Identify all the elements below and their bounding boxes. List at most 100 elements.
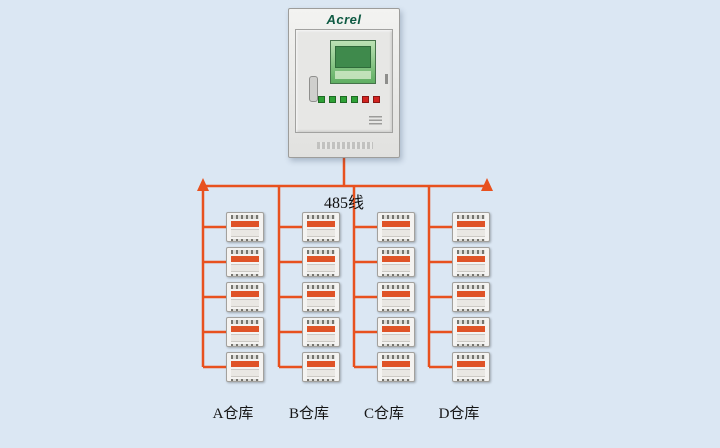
meter-device	[452, 247, 490, 277]
device-display	[231, 334, 259, 342]
vent-lines	[369, 116, 382, 126]
device-terminals-bottom	[307, 309, 335, 311]
device-stripe	[382, 361, 410, 367]
device-stripe	[457, 291, 485, 297]
device-terminals-top	[307, 285, 335, 289]
warehouse-label: C仓库	[363, 406, 404, 422]
device-terminals-bottom	[231, 309, 259, 311]
device-stripe	[457, 361, 485, 367]
device-stripe	[307, 256, 335, 262]
device-stripe	[307, 361, 335, 367]
device-terminals-top	[382, 285, 410, 289]
meter-device	[302, 352, 340, 382]
device-display	[307, 334, 335, 342]
bus-label: 485线	[323, 195, 364, 212]
indicator-button	[329, 96, 336, 103]
meter-device	[377, 317, 415, 347]
device-terminals-top	[307, 215, 335, 219]
warehouse-column-c: C仓库	[364, 212, 415, 422]
warehouse-label: B仓库	[288, 406, 329, 422]
device-display	[231, 264, 259, 272]
device-stack	[226, 212, 264, 382]
warehouse-column-d: D仓库	[439, 212, 490, 422]
device-terminals-bottom	[382, 239, 410, 241]
device-terminals-top	[457, 215, 485, 219]
device-terminals-bottom	[382, 309, 410, 311]
device-display	[382, 369, 410, 377]
device-terminals-top	[457, 320, 485, 324]
device-stripe	[457, 326, 485, 332]
meter-device	[452, 352, 490, 382]
device-stripe	[231, 326, 259, 332]
warehouse-column-a: A仓库	[213, 212, 264, 422]
indicator-button	[362, 96, 369, 103]
meter-device	[226, 317, 264, 347]
device-terminals-bottom	[382, 274, 410, 276]
meter-device	[377, 247, 415, 277]
meter-device	[226, 352, 264, 382]
device-terminals-bottom	[231, 379, 259, 381]
device-terminals-top	[457, 355, 485, 359]
device-stripe	[382, 256, 410, 262]
device-terminals-bottom	[307, 274, 335, 276]
bus-arrow-right	[481, 178, 493, 191]
meter-device	[302, 247, 340, 277]
indicator-button	[318, 96, 325, 103]
device-stripe	[231, 221, 259, 227]
device-display	[231, 369, 259, 377]
device-terminals-top	[382, 320, 410, 324]
device-terminals-top	[457, 285, 485, 289]
device-terminals-top	[231, 320, 259, 324]
warehouse-label: D仓库	[438, 406, 480, 422]
device-terminals-bottom	[307, 344, 335, 346]
device-display	[307, 299, 335, 307]
lcd-screen	[330, 40, 376, 84]
meter-device	[302, 282, 340, 312]
device-display	[382, 334, 410, 342]
device-display	[382, 299, 410, 307]
device-terminals-top	[307, 250, 335, 254]
device-terminals-top	[307, 320, 335, 324]
device-terminals-top	[231, 250, 259, 254]
device-stripe	[231, 256, 259, 262]
card-slot	[309, 76, 318, 102]
device-stack	[302, 212, 340, 382]
device-stack	[377, 212, 415, 382]
device-stripe	[382, 326, 410, 332]
device-terminals-top	[382, 355, 410, 359]
device-terminals-bottom	[457, 274, 485, 276]
device-terminals-top	[307, 355, 335, 359]
device-terminals-top	[382, 215, 410, 219]
meter-device	[226, 212, 264, 242]
device-stripe	[382, 221, 410, 227]
warehouse-label: A仓库	[212, 406, 254, 422]
device-stack	[452, 212, 490, 382]
warehouse-column-b: B仓库	[289, 212, 340, 422]
device-terminals-bottom	[457, 379, 485, 381]
device-display	[382, 264, 410, 272]
meter-device	[226, 247, 264, 277]
door-handle	[385, 74, 388, 84]
lcd-screen-statusbar	[335, 71, 371, 79]
device-stripe	[457, 221, 485, 227]
device-terminals-bottom	[457, 309, 485, 311]
device-terminals-bottom	[457, 239, 485, 241]
device-display	[307, 264, 335, 272]
device-display	[307, 229, 335, 237]
meter-device	[452, 282, 490, 312]
device-display	[457, 229, 485, 237]
meter-device	[302, 317, 340, 347]
device-terminals-bottom	[231, 239, 259, 241]
device-terminals-top	[457, 250, 485, 254]
device-terminals-top	[231, 355, 259, 359]
device-display	[457, 299, 485, 307]
device-display	[231, 299, 259, 307]
lcd-screen-chart	[335, 46, 371, 68]
device-terminals-top	[231, 215, 259, 219]
indicator-button-row	[318, 96, 380, 103]
meter-device	[452, 212, 490, 242]
device-stripe	[307, 291, 335, 297]
device-display	[307, 369, 335, 377]
